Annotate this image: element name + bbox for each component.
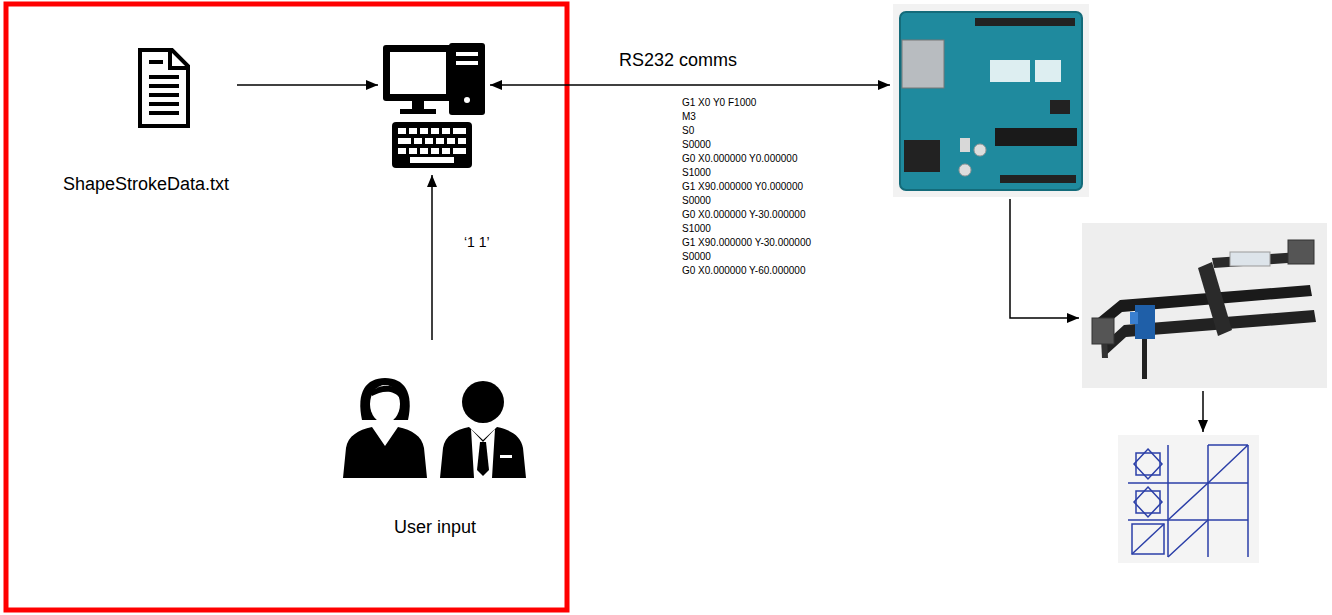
arduino-board	[893, 4, 1089, 197]
gcode-line: S1000	[682, 167, 711, 179]
gcode-line: G0 X0.000000 Y-60.000000	[682, 265, 805, 277]
pen-plotter	[1082, 223, 1327, 388]
gcode-line: S1000	[682, 223, 711, 235]
gcode-line: M3	[682, 111, 696, 123]
node-caption: ShapeStrokeData.txt	[63, 173, 229, 195]
users-icon	[343, 378, 526, 478]
gcode-line: G1 X90.000000 Y-30.000000	[682, 237, 811, 249]
file-icon	[140, 50, 188, 126]
connector-arrow	[1010, 199, 1079, 318]
arduino-node	[890, 3, 1092, 199]
gcode-line: G0 X0.000000 Y0.000000	[682, 153, 797, 165]
connector-label: RS232 comms	[617, 50, 739, 71]
plotter-node	[1079, 221, 1329, 391]
gcode-line: G1 X0 Y0 F1000	[682, 97, 756, 109]
connector-label: ‘1 1’	[462, 234, 492, 250]
connector-arrow	[1202, 391, 1204, 432]
computer-node	[378, 40, 490, 175]
gcode-line: G0 X0.000000 Y-30.000000	[682, 209, 805, 221]
connector-arrow	[237, 84, 378, 86]
plot-output	[1118, 435, 1259, 563]
gcode-line: S0000	[682, 251, 711, 263]
gcode-line: S0000	[682, 139, 711, 151]
gcode-line: S0000	[682, 195, 711, 207]
user-node: User input	[338, 340, 532, 540]
node-caption: User input	[394, 516, 476, 538]
red-frame	[6, 4, 567, 610]
gcode-line: G1 X90.000000 Y0.000000	[682, 181, 803, 193]
gcode-line: S0	[682, 125, 694, 137]
file-node: ShapeStrokeData.txt	[55, 45, 237, 197]
computer-icon	[383, 43, 485, 168]
connector-arrow	[490, 84, 890, 86]
connector-arrow	[431, 175, 433, 340]
output-node	[1114, 432, 1264, 567]
